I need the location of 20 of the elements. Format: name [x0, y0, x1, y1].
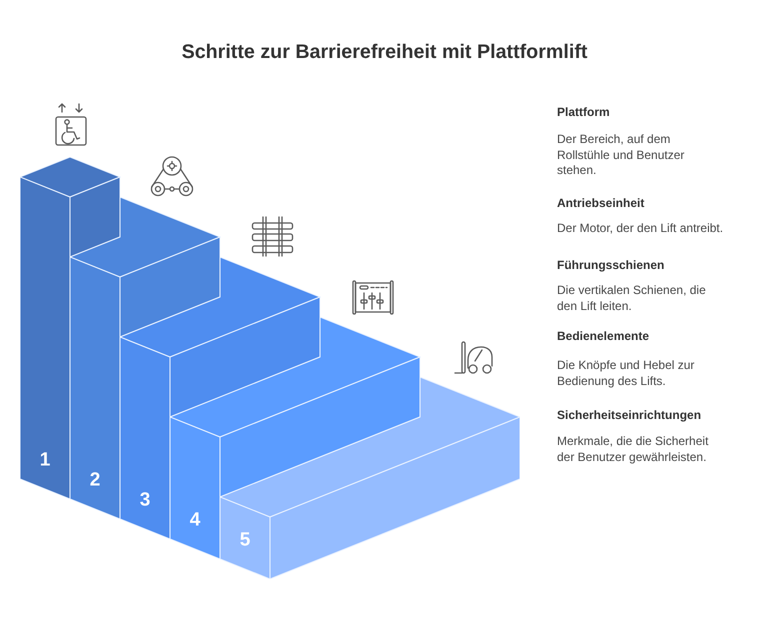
step-number: 1 [40, 450, 50, 470]
step-description: Der Motor, der den Lift antreibt. [557, 221, 724, 236]
step-number: 5 [240, 530, 250, 550]
step-heading: Bedienelemente [557, 329, 650, 344]
step-description: Der Bereich, auf dem Rollstühle und Benutzer stehen. [557, 132, 686, 178]
step-number: 2 [90, 470, 100, 490]
step-front-face [70, 257, 120, 519]
step-front-face [120, 337, 170, 539]
diagram-title: Schritte zur Barrierefreiheit mit Plattformlift [182, 41, 588, 63]
step-number: 4 [190, 510, 200, 530]
step-front-face [220, 497, 270, 579]
step-front-face [170, 417, 220, 559]
step-heading: Plattform [557, 105, 610, 120]
step-description: Die vertikalen Schienen, die den Lift leiten. [557, 283, 707, 314]
step-heading: Sicherheitseinrichtungen [557, 408, 702, 424]
step-heading: Führungsschienen [557, 258, 664, 274]
step-description: Die Knöpfe und Hebel zur Bedienung des Lifts. [557, 358, 696, 389]
step-heading: Antriebseinheit [557, 196, 644, 212]
step-description: Merkmale, die die Sicherheit der Benutzer gewährleisten. [557, 434, 710, 465]
step-number: 3 [140, 490, 150, 510]
